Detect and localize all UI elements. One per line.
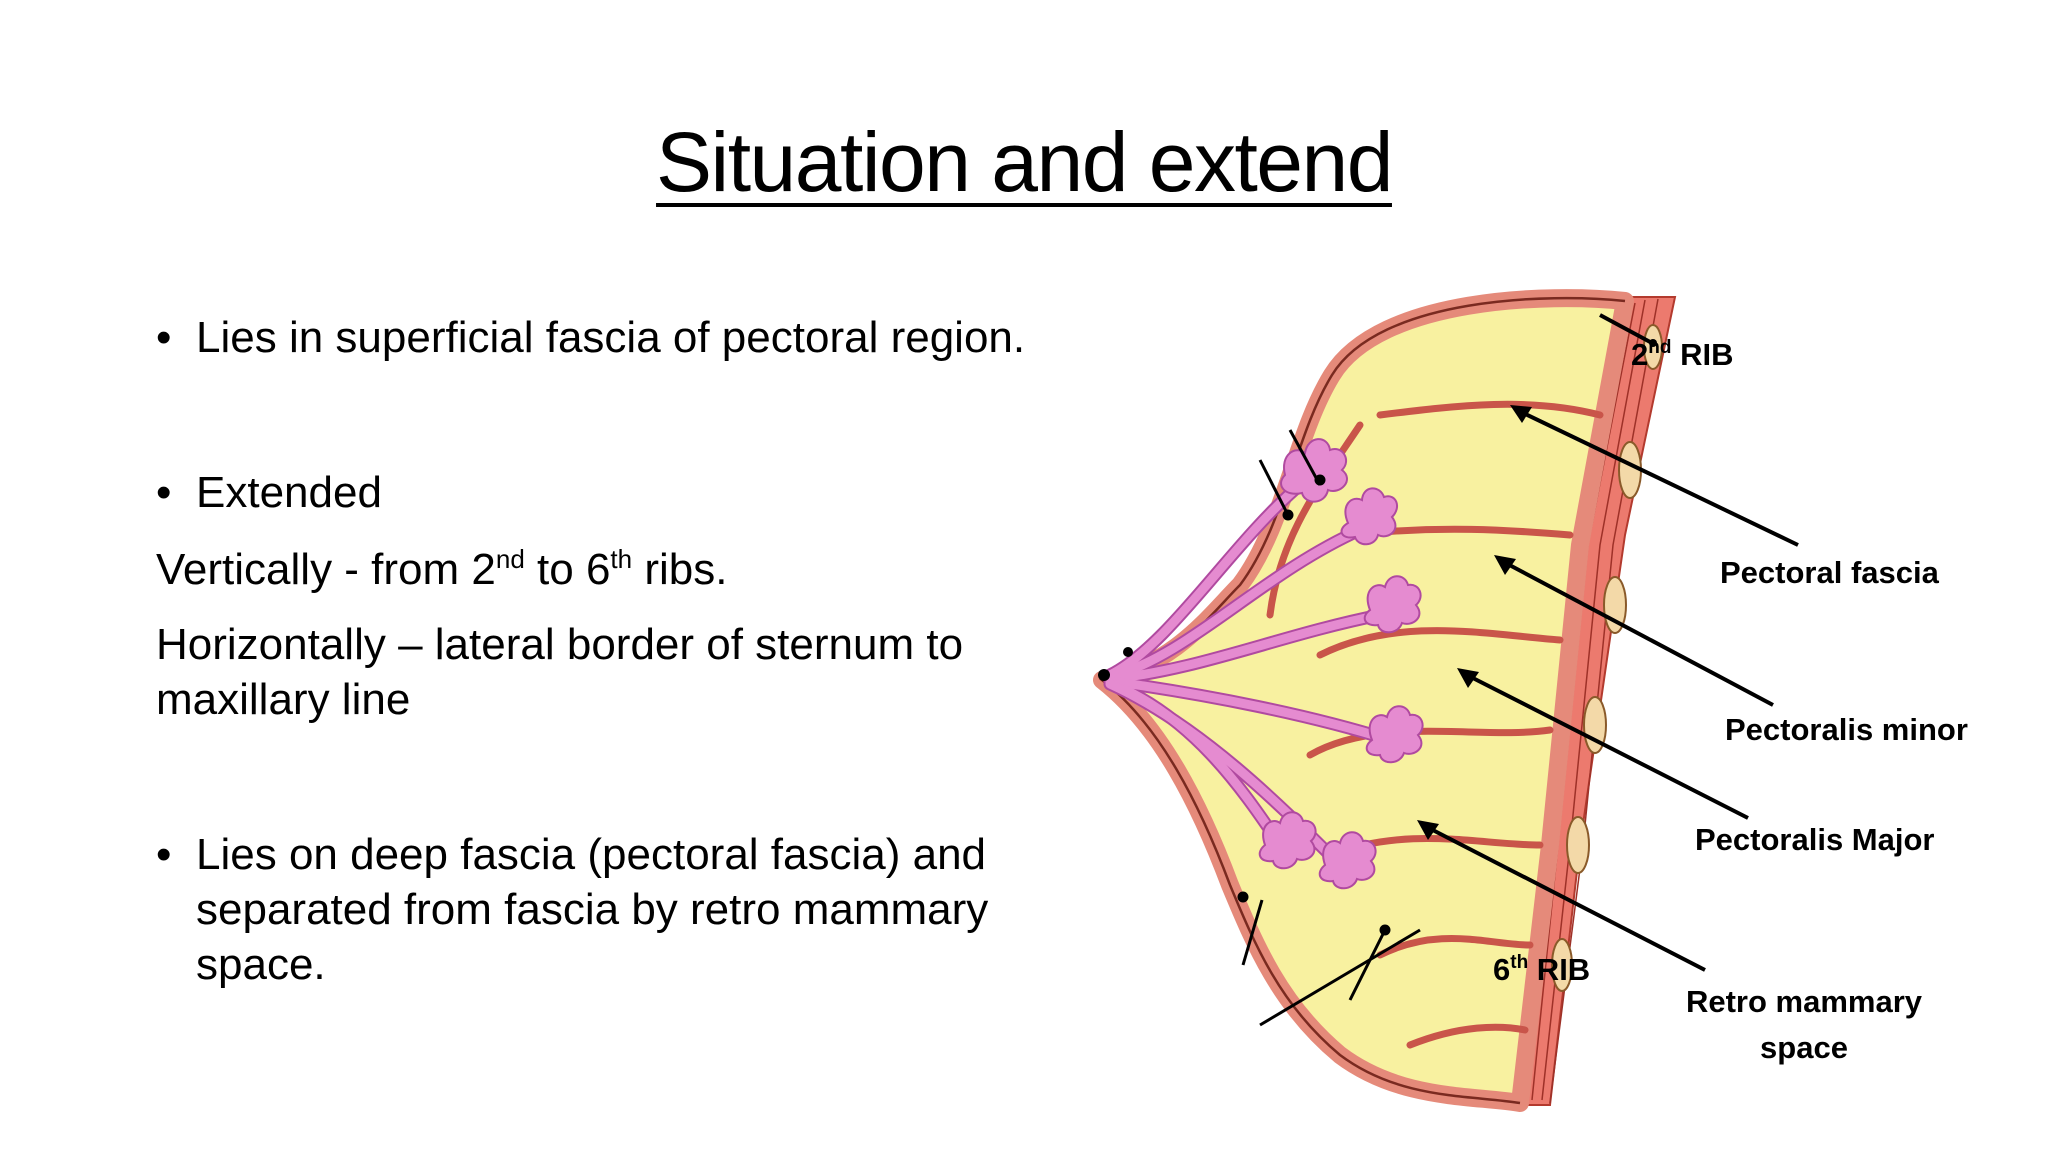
pointer-2nd-rib [1599,313,1653,345]
label-retro-mammary-line2: space [1760,1030,1848,1065]
arrow-pectoralis-minor [1494,555,1516,575]
nipple [1098,669,1110,681]
areolar-gland [1123,647,1133,657]
arrow-pectoralis-major [1457,668,1479,688]
label-pectoralis-major: Pectoralis Major [1695,822,1934,857]
pointer-retro-mammary [1422,823,1706,972]
slide-title-text: Situation and extend [656,115,1393,209]
diagram-svg: 2nd RIB Pectoral fascia Pectoralis minor… [1093,289,1968,1112]
bullet-marker: • [156,313,172,362]
vertical-prefix: Vertically - from 2 [156,545,496,594]
vertical-sup-th: th [610,544,633,574]
pointer-pectoral-fascia [1516,408,1799,547]
pointer-dot [1649,339,1657,347]
vertical-sup-nd: nd [495,544,525,574]
horizontal-text: Horizontally – lateral border of sternum… [156,620,964,724]
lactiferous-ducts-fill [1105,480,1395,870]
bullet-marker: • [156,830,172,879]
internal-lines [1237,429,1421,1027]
label-pectoralis-minor: Pectoralis minor [1725,712,1968,747]
pointer-pectoralis-major [1462,671,1749,820]
point-superficial-fascia: Lies in superficial fascia of pectoral r… [196,313,1026,362]
bullet-marker: • [156,468,172,517]
vertical-extent: Vertically - from 2nd to 6th ribs. [156,542,1036,597]
label-6th-rib: 6th RIB [1493,952,1590,987]
text-body: • Lies in superficial fascia of pectoral… [156,310,1036,992]
point-deep-fascia: Lies on deep fascia (pectoral fascia) an… [196,830,989,989]
arrow-heads [1417,405,1532,840]
fibrous-septa [1266,400,1604,1049]
lobules [1258,438,1424,890]
pointer-pectoralis-minor [1499,558,1774,707]
pointer-lines [1422,313,1799,972]
arrow-retro-mammary [1417,820,1439,840]
label-pectoral-fascia: Pectoral fascia [1720,555,1940,590]
arrow-pectoral-fascia [1510,405,1532,423]
label-2nd-rib: 2nd RIB [1631,337,1733,372]
bullet-extended: • Extended [156,465,1036,520]
label-retro-mammary-line1: Retro mammary [1686,984,1923,1019]
point-extended: Extended [196,468,382,517]
vertical-suffix: ribs. [632,545,728,594]
bullet-deep-fascia: • Lies on deep fascia (pectoral fascia) … [156,827,1036,992]
slide-title: Situation and extend [0,112,2048,212]
bullet-superficial-fascia: • Lies in superficial fascia of pectoral… [156,310,1036,365]
breast-sagittal-diagram: 2nd RIB Pectoral fascia Pectoralis minor… [1080,285,2048,1152]
horizontal-extent: Horizontally – lateral border of sternum… [156,617,1036,727]
vertical-mid: to 6 [524,545,611,594]
